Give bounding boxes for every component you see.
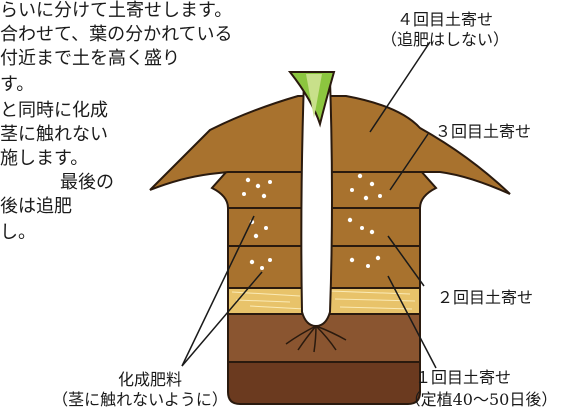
body-text-line-1: らいに分けて土寄せします。 [0, 0, 233, 21]
leek-inner-leaf [306, 74, 322, 118]
body-text-line-6: 茎に触れない [0, 124, 108, 145]
label-hill-1-title: １回目土寄せ [414, 368, 511, 387]
body-text-line-10: し。 [0, 222, 36, 243]
label-hill-4-title: ４回目土寄せ [396, 10, 493, 29]
label-hill-2: ２回目土寄せ [436, 288, 533, 307]
soil-base-layer [227, 359, 421, 405]
roots [285, 325, 347, 353]
leader-lines [181, 41, 437, 369]
body-text-line-3: 付近まで土を高く盛り [0, 48, 180, 69]
label-fertilizer-title: 化成肥料 [117, 370, 182, 389]
label-hill-3: ３回目土寄せ [434, 122, 531, 141]
body-text-line-2: 合わせて、葉の分かれている [0, 24, 233, 45]
label-fertilizer-note: （茎に触れないように） [52, 390, 228, 409]
body-text-line-4: す。 [0, 74, 35, 95]
body-text-line-9: 後は追肥 [0, 196, 72, 217]
body-text-line-5: と同時に化成 [0, 100, 108, 121]
label-hill-4-note: （追肥はしない） [380, 30, 509, 49]
body-text-line-8: 最後の [60, 172, 114, 193]
label-hill-1-note: （定植40〜50日後） [404, 390, 558, 409]
fertilizer-dots [242, 173, 382, 270]
body-text-line-7: 施します。 [0, 148, 89, 169]
straw-texture [231, 290, 416, 310]
